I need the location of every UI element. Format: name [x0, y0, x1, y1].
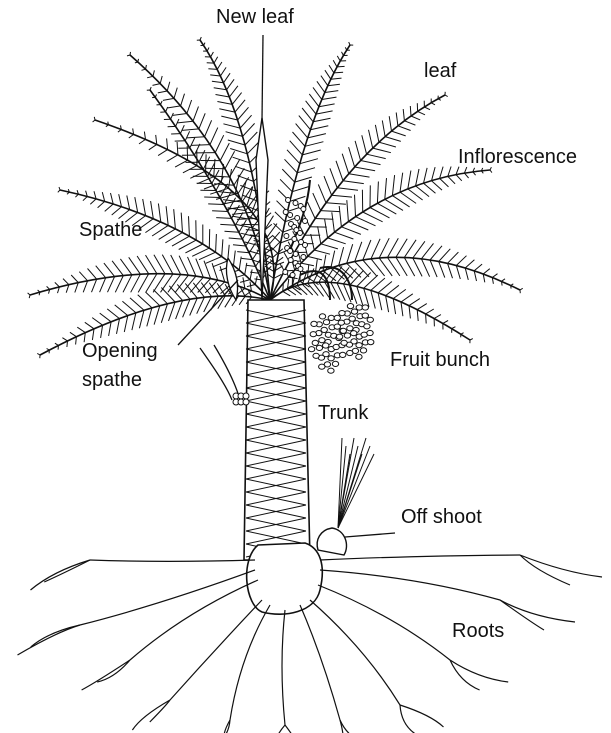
fruit-date: [336, 334, 342, 339]
fruit-date: [356, 354, 362, 359]
pointer-new-leaf: [262, 35, 263, 120]
fruit-date: [308, 347, 314, 352]
root: [44, 560, 90, 582]
root: [80, 570, 255, 625]
root: [285, 725, 297, 733]
root: [318, 585, 450, 660]
root: [500, 600, 575, 622]
root: [340, 720, 366, 733]
root: [400, 705, 417, 733]
root: [320, 555, 520, 560]
fruit-date: [364, 324, 370, 329]
label-opening-spathe-line1: Opening: [82, 340, 158, 363]
root: [90, 560, 255, 561]
pointer-off-shoot: [345, 533, 395, 537]
fruit-date: [356, 305, 362, 310]
off-shoot-base: [317, 528, 346, 555]
trunk-outline: [244, 300, 310, 560]
label-inflorescence: Inflorescence: [458, 146, 577, 169]
fruit-date: [313, 353, 319, 358]
root: [520, 555, 570, 585]
root: [282, 610, 285, 725]
fruit-date: [362, 305, 368, 310]
root: [130, 580, 258, 660]
frond: [58, 187, 270, 300]
fruit-date: [312, 340, 318, 345]
fruit-date: [347, 350, 353, 355]
fruit-date: [328, 356, 334, 361]
spathe-shape: [226, 258, 237, 300]
fruit-date: [367, 330, 373, 335]
root: [82, 660, 130, 690]
root: [450, 660, 480, 690]
fruit-date: [316, 345, 322, 350]
fruit-date: [319, 338, 325, 343]
fruit-date: [356, 343, 362, 348]
fruit-date: [362, 313, 368, 318]
fruit-date: [319, 314, 325, 319]
fruit-date: [339, 311, 345, 316]
label-leaf: leaf: [424, 60, 456, 83]
root: [450, 660, 508, 682]
fruit-date: [310, 332, 316, 337]
root: [230, 605, 270, 720]
root: [18, 625, 81, 655]
fruit-date: [368, 340, 374, 345]
root: [520, 555, 602, 577]
frond: [270, 42, 353, 300]
label-opening-spathe-line2: spathe: [82, 369, 142, 392]
fruit-date: [328, 315, 334, 320]
fruit-date: [311, 321, 317, 326]
fruit-date: [328, 368, 334, 373]
fruit-date: [344, 333, 350, 338]
root: [400, 705, 444, 727]
root: [310, 600, 400, 705]
label-off-shoot: Off shoot: [401, 506, 482, 529]
fruit-date: [347, 304, 353, 309]
label-fruit-bunch: Fruit bunch: [390, 349, 490, 372]
root: [320, 570, 500, 600]
fruit-date: [340, 328, 346, 333]
fruit-date: [360, 348, 366, 353]
label-spathe: Spathe: [79, 219, 142, 242]
fruit-date: [340, 352, 346, 357]
root: [274, 725, 285, 733]
label-roots: Roots: [452, 620, 504, 643]
fruit-date: [347, 326, 353, 331]
fruit-date: [341, 340, 347, 345]
root: [132, 700, 170, 730]
fruit-date: [323, 343, 329, 348]
opening-spathe-shape: [200, 345, 240, 400]
label-trunk: Trunk: [318, 402, 368, 425]
fruit-date: [338, 320, 344, 325]
fruit-date: [332, 361, 338, 366]
fruit-date: [334, 315, 340, 320]
fruit-date: [367, 317, 373, 322]
fruit-date: [319, 364, 325, 369]
frond: [147, 87, 270, 300]
label-new-leaf: New leaf: [216, 6, 294, 29]
